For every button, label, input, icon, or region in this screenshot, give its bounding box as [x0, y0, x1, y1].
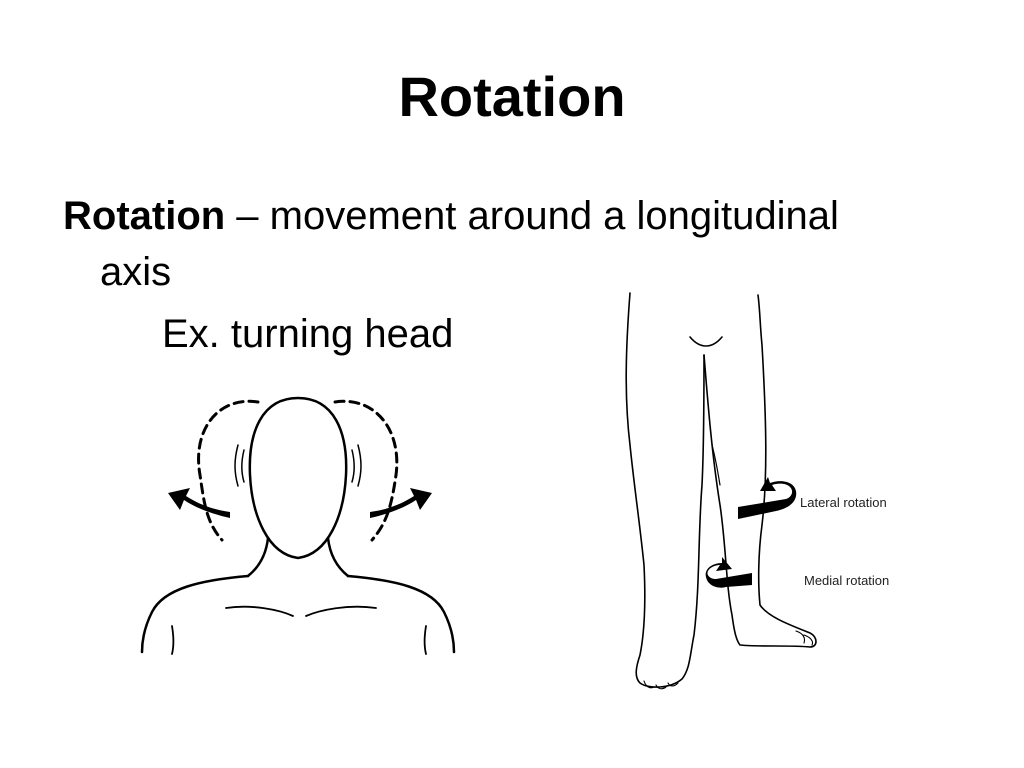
definition-term: Rotation — [63, 194, 226, 238]
rotation-arrow-right-icon — [370, 488, 432, 518]
definition-continuation: axis — [100, 250, 172, 294]
shoulders-outline — [140, 574, 456, 654]
right-leg-outline — [703, 294, 817, 648]
motion-lines-right — [351, 444, 362, 487]
left-foot-toes — [643, 680, 679, 690]
dashed-head-right-outline — [333, 399, 399, 542]
lateral-rotation-label: Lateral rotation — [800, 495, 887, 510]
head-outline — [248, 396, 348, 560]
knee-detail — [711, 444, 721, 486]
lateral-rotation-arrow-icon — [738, 477, 797, 519]
left-leg-outline — [625, 292, 705, 688]
leg-rotation-illustration: Lateral rotation Medial rotation — [625, 292, 889, 690]
rotation-arrow-left-icon — [168, 488, 230, 518]
crotch-line — [689, 336, 723, 347]
medial-rotation-label: Medial rotation — [804, 573, 889, 588]
arm-crease-lines — [171, 625, 427, 655]
definition-body: – movement around a longitudinal — [225, 194, 839, 238]
medial-rotation-arrow-icon — [705, 557, 752, 588]
motion-lines-left — [234, 444, 245, 487]
slide-title: Rotation — [398, 65, 626, 128]
example-text: Ex. turning head — [162, 312, 454, 356]
dashed-head-left-outline — [197, 399, 260, 542]
collarbone-lines — [225, 605, 377, 617]
neck-outline — [246, 536, 350, 578]
head-rotation-illustration — [140, 396, 456, 655]
definition-text: Rotation – movement around a longitudina… — [63, 188, 963, 300]
right-foot-toes — [795, 630, 814, 646]
